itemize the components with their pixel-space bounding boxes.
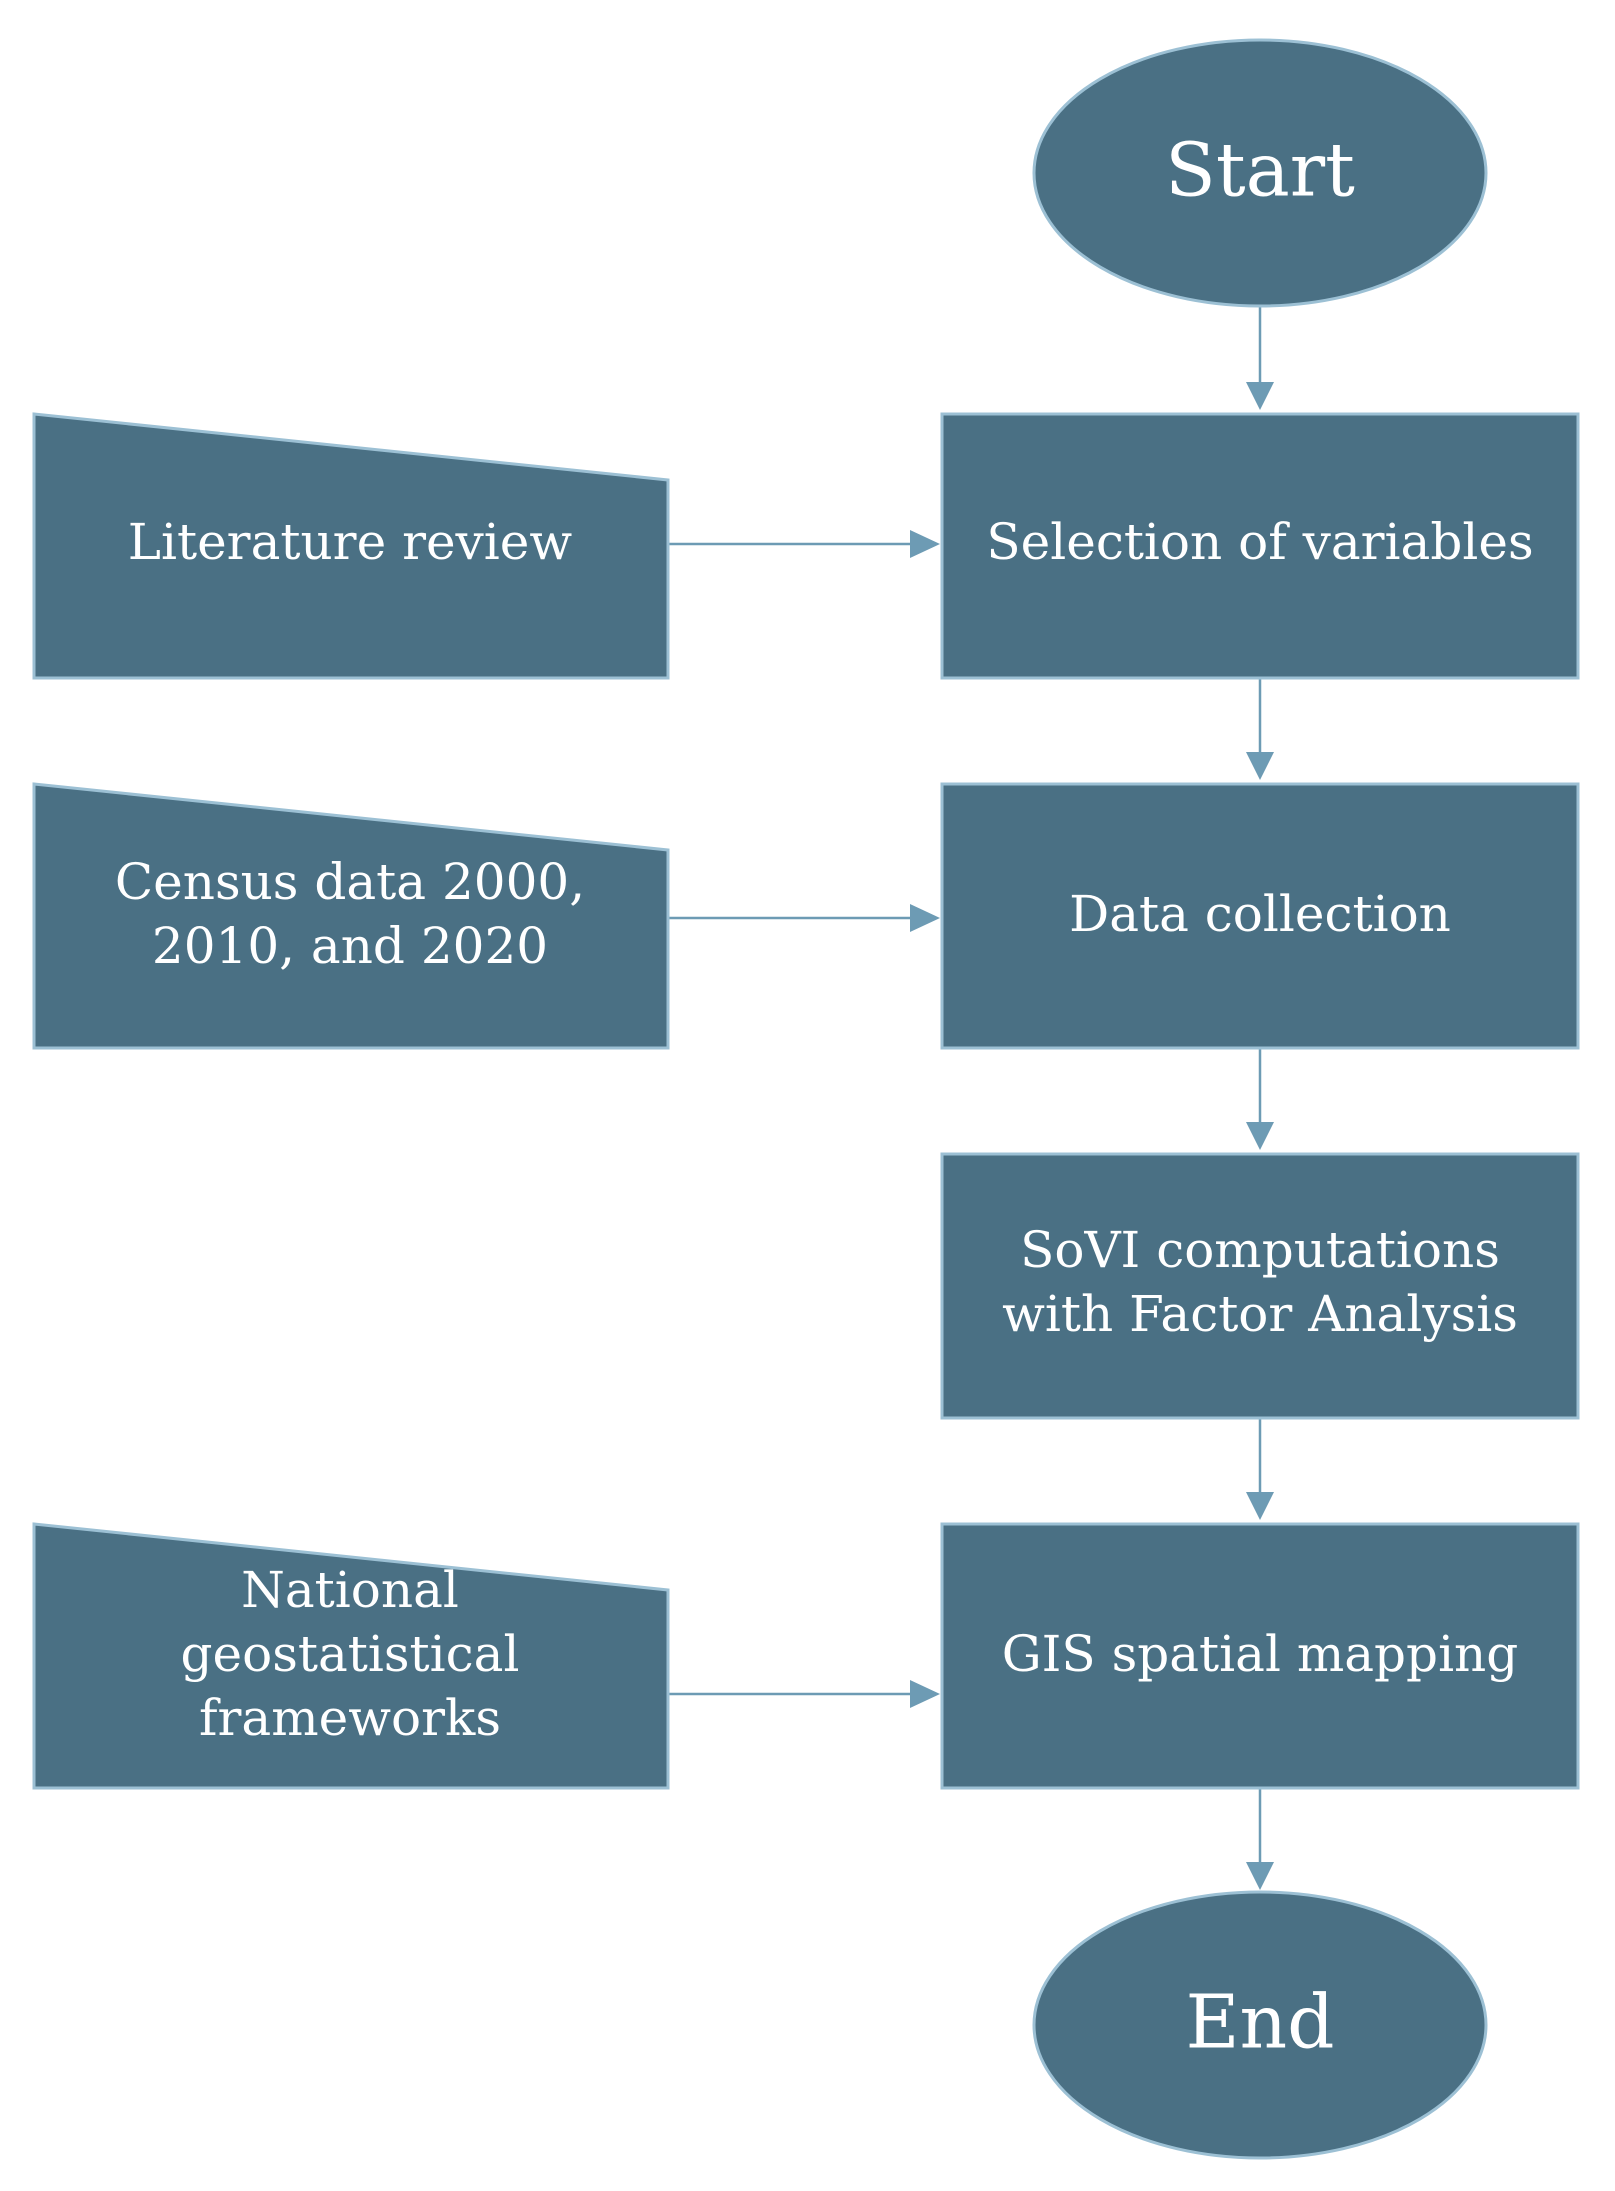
arrowhead-gis xyxy=(1246,1492,1274,1520)
process-selection-of-variables: Selection of variables xyxy=(940,412,1580,680)
end-ellipse xyxy=(1032,1890,1488,2160)
input-census-data: Census data 2000,2010, and 2020 xyxy=(32,782,670,1050)
process-data-collection: Data collection xyxy=(940,782,1580,1050)
literature-label: Literature review xyxy=(128,513,573,571)
arrowhead-sovi xyxy=(1246,1122,1274,1150)
process-gis-spatial-mapping: GIS spatial mapping xyxy=(940,1522,1580,1790)
literature-shape xyxy=(32,412,670,680)
arrowhead-national xyxy=(910,1680,940,1708)
census-shape xyxy=(32,782,670,1050)
data-collection-label: Data collection xyxy=(1069,885,1451,943)
start-ellipse xyxy=(1032,38,1488,308)
selection-label: Selection of variables xyxy=(986,513,1533,571)
data-collection-box xyxy=(940,782,1580,1050)
input-connectors xyxy=(668,530,940,1708)
input-literature-review: Literature review xyxy=(32,412,670,680)
end-node: End xyxy=(1032,1890,1488,2160)
arrowhead-end xyxy=(1246,1862,1274,1890)
arrowhead-census xyxy=(910,904,940,932)
arrowhead-selection xyxy=(1246,382,1274,410)
end-label: End xyxy=(1185,1979,1334,2065)
arrowhead-data xyxy=(1246,752,1274,780)
gis-box xyxy=(940,1522,1580,1790)
start-node: Start xyxy=(1032,38,1488,308)
census-label: Census data 2000,2010, and 2020 xyxy=(115,853,585,975)
vertical-connectors xyxy=(1246,306,1274,1890)
sovi-box xyxy=(940,1152,1580,1420)
start-label: Start xyxy=(1165,127,1355,213)
selection-box xyxy=(940,412,1580,680)
national-shape xyxy=(32,1522,670,1790)
gis-label: GIS spatial mapping xyxy=(1002,1625,1519,1683)
arrowhead-literature xyxy=(910,530,940,558)
